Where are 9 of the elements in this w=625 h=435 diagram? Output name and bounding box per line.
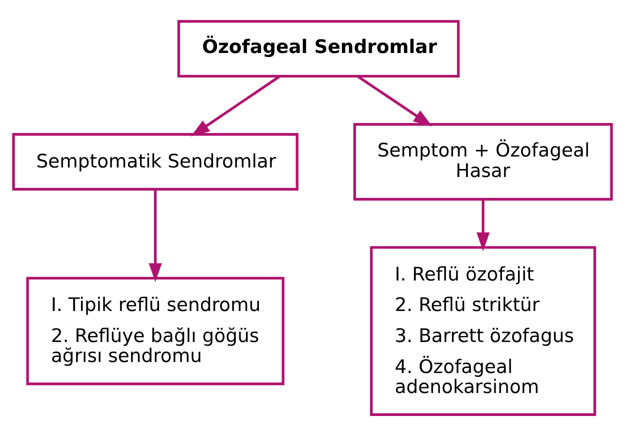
- arrow: [356, 74, 432, 126]
- node-box: I. Reflü özofajit 2. Reflü striktür 3. Barrett özofagus 4. Özofageal adenokarsinom: [370, 246, 596, 416]
- node-box: Semptom + Özofageal Hasar: [353, 122, 613, 200]
- arrow: [148, 189, 162, 282]
- node-box: Özofageal Sendromlar: [177, 20, 460, 78]
- arrow: [190, 74, 281, 136]
- node-box: I. Tipik reflü sendromu 2. Reflüye bağlı göğüs ağrısı sendromu: [26, 276, 284, 385]
- arrow: [476, 198, 490, 251]
- node-box: Semptomatik Sendromlar: [12, 132, 298, 190]
